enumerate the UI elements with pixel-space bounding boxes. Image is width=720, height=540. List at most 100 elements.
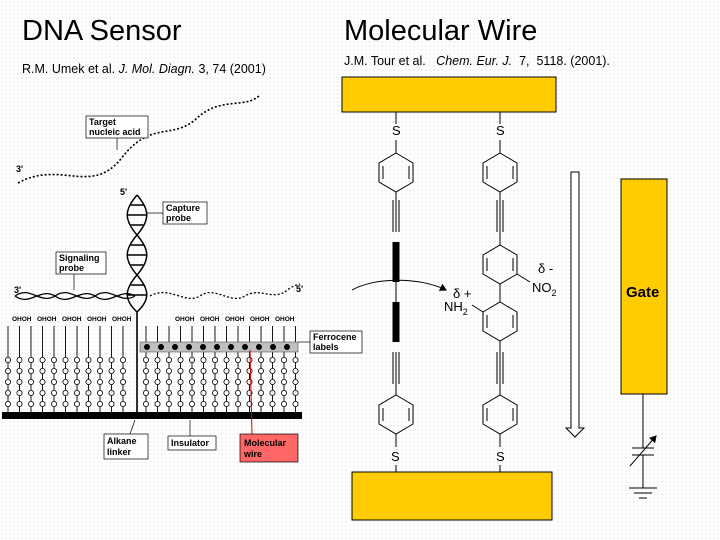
chain-unit bbox=[234, 378, 241, 385]
headgroup-label: OHOH bbox=[225, 316, 245, 323]
sulfur-label: S bbox=[496, 123, 505, 138]
chain-unit bbox=[154, 389, 161, 396]
chain-unit bbox=[120, 400, 127, 407]
chain-unit bbox=[51, 356, 58, 363]
chain-unit bbox=[223, 367, 230, 374]
svg-text:Alkane: Alkane bbox=[107, 436, 137, 446]
chain-unit bbox=[200, 378, 207, 385]
citation-pages: 5118. (2001). bbox=[536, 54, 610, 68]
svg-text:probe: probe bbox=[59, 263, 84, 273]
chain-unit bbox=[97, 389, 104, 396]
molecule-left bbox=[378, 112, 414, 472]
sulfur-label: S bbox=[392, 123, 401, 138]
ferrocene-dot bbox=[270, 344, 276, 350]
chain-unit bbox=[269, 389, 276, 396]
chain-unit bbox=[97, 400, 104, 407]
chain-unit bbox=[257, 400, 264, 407]
chain-unit bbox=[108, 367, 115, 374]
chain-unit bbox=[74, 356, 81, 363]
field-arrow bbox=[564, 171, 586, 438]
chain-unit bbox=[39, 378, 46, 385]
dna-sensor-diagram: 3' 5' 3' 5' OHOH OHOH OHOH OHOH OHOH OH bbox=[2, 94, 363, 463]
chain-unit bbox=[223, 400, 230, 407]
end-label-5-bottom: 5' bbox=[296, 284, 303, 294]
chain-unit bbox=[27, 356, 34, 363]
bottom-electrode bbox=[351, 471, 553, 521]
chain-unit bbox=[5, 356, 11, 363]
label-target-nucleic-acid: Target nucleic acid bbox=[85, 115, 149, 150]
chain-unit bbox=[154, 367, 161, 374]
chain-unit bbox=[292, 367, 299, 374]
label-alkane-linker: Alkane linker bbox=[103, 419, 149, 460]
chain-unit bbox=[165, 400, 172, 407]
svg-text:Target: Target bbox=[89, 117, 116, 127]
gate-electrode bbox=[620, 178, 668, 395]
chain-unit bbox=[211, 400, 218, 407]
headgroup-label: OHOH bbox=[250, 316, 270, 323]
end-label-3-bottom: 3' bbox=[14, 285, 21, 295]
molecular-wire-diagram: S S S S bbox=[341, 76, 668, 521]
ferrocene-dot bbox=[144, 344, 150, 350]
chain-unit bbox=[269, 367, 276, 374]
chain-unit bbox=[177, 356, 184, 363]
chain-unit bbox=[74, 389, 81, 396]
chain-unit bbox=[62, 400, 69, 407]
chain-unit bbox=[223, 389, 230, 396]
chain-unit bbox=[154, 356, 161, 363]
chain-unit bbox=[74, 367, 81, 374]
chain-unit bbox=[16, 400, 23, 407]
svg-text:Insulator: Insulator bbox=[171, 438, 210, 448]
chain-unit bbox=[142, 367, 149, 374]
chain-unit bbox=[142, 400, 149, 407]
chain-unit bbox=[188, 378, 195, 385]
ferrocene-dot bbox=[242, 344, 248, 350]
amine-group-label: NH2 bbox=[444, 299, 468, 317]
chain-unit bbox=[211, 389, 218, 396]
chain-unit bbox=[108, 378, 115, 385]
chain-unit bbox=[211, 356, 218, 363]
chain-unit bbox=[5, 367, 11, 374]
citation-journal: J. Mol. Diagn. bbox=[118, 62, 195, 76]
chain-unit bbox=[292, 400, 299, 407]
chain-unit bbox=[16, 367, 23, 374]
chain-unit bbox=[27, 400, 34, 407]
chain-unit bbox=[257, 389, 264, 396]
chain-unit bbox=[292, 389, 299, 396]
chain-unit bbox=[120, 367, 127, 374]
monolayer-chains bbox=[5, 326, 299, 412]
chain-unit bbox=[154, 400, 161, 407]
nitro-group-label: NO2 bbox=[532, 280, 557, 298]
chain-unit bbox=[177, 400, 184, 407]
dna-sensor-citation: R.M. Umek et al. J. Mol. Diagn. 3, 74 (2… bbox=[22, 62, 266, 76]
sulfur-label: S bbox=[496, 449, 505, 464]
chain-unit bbox=[223, 378, 230, 385]
label-ferrocene-labels: Ferrocene labels bbox=[298, 330, 363, 354]
chain-unit bbox=[62, 356, 69, 363]
top-electrode bbox=[341, 76, 557, 113]
chain-unit bbox=[62, 367, 69, 374]
chain-unit bbox=[51, 367, 58, 374]
ferrocene-dot bbox=[172, 344, 178, 350]
chain-unit bbox=[292, 378, 299, 385]
chain-unit bbox=[108, 389, 115, 396]
chain-unit bbox=[188, 356, 195, 363]
delta-plus-label: δ + bbox=[453, 286, 471, 301]
molecule-right bbox=[471, 112, 531, 472]
signaling-duplex bbox=[14, 283, 301, 301]
chain-unit bbox=[257, 367, 264, 374]
headgroup-label: OHOH bbox=[62, 316, 82, 323]
chain-unit bbox=[142, 356, 149, 363]
svg-text:labels: labels bbox=[313, 342, 339, 352]
chain-unit bbox=[280, 389, 287, 396]
chain-unit bbox=[120, 356, 127, 363]
chain-unit bbox=[62, 378, 69, 385]
chain-unit bbox=[165, 389, 172, 396]
chain-unit bbox=[257, 378, 264, 385]
chain-unit bbox=[246, 356, 253, 363]
chain-unit bbox=[39, 356, 46, 363]
svg-text:wire: wire bbox=[243, 449, 262, 459]
chain-unit bbox=[51, 400, 58, 407]
chain-unit bbox=[85, 378, 92, 385]
chain-unit bbox=[16, 389, 23, 396]
